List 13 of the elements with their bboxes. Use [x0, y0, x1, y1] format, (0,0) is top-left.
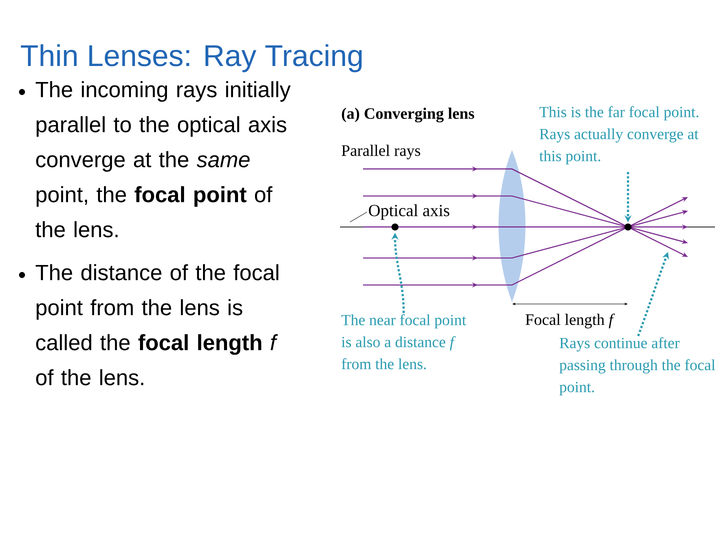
callout-text: Rays continue after passing through the focal point. [559, 337, 716, 396]
diagram-label: (a) Converging lens [342, 108, 474, 122]
title: Thin Lenses: Ray Tracing [20, 44, 362, 72]
focal-point-dot [392, 224, 398, 230]
bullet-text: The incoming rays initially parallel to the optical axis converge at the same point, the focal point of the lens. [36, 81, 291, 238]
focal-point-dot [624, 224, 632, 230]
callout-text: The near focal point is also a distance f from the lens. [342, 314, 466, 370]
leader-line [350, 212, 368, 222]
diagram-label: Focal length f [526, 314, 615, 328]
bullet-text: The distance of the focal point from the lens is called the focal length f of the lens. [36, 264, 278, 386]
diagram-label: Parallel rays [342, 144, 420, 160]
axis-label: Optical axis [368, 204, 450, 220]
callout-text: This is the far focal point. Rays actually converge at this point. [539, 106, 698, 164]
